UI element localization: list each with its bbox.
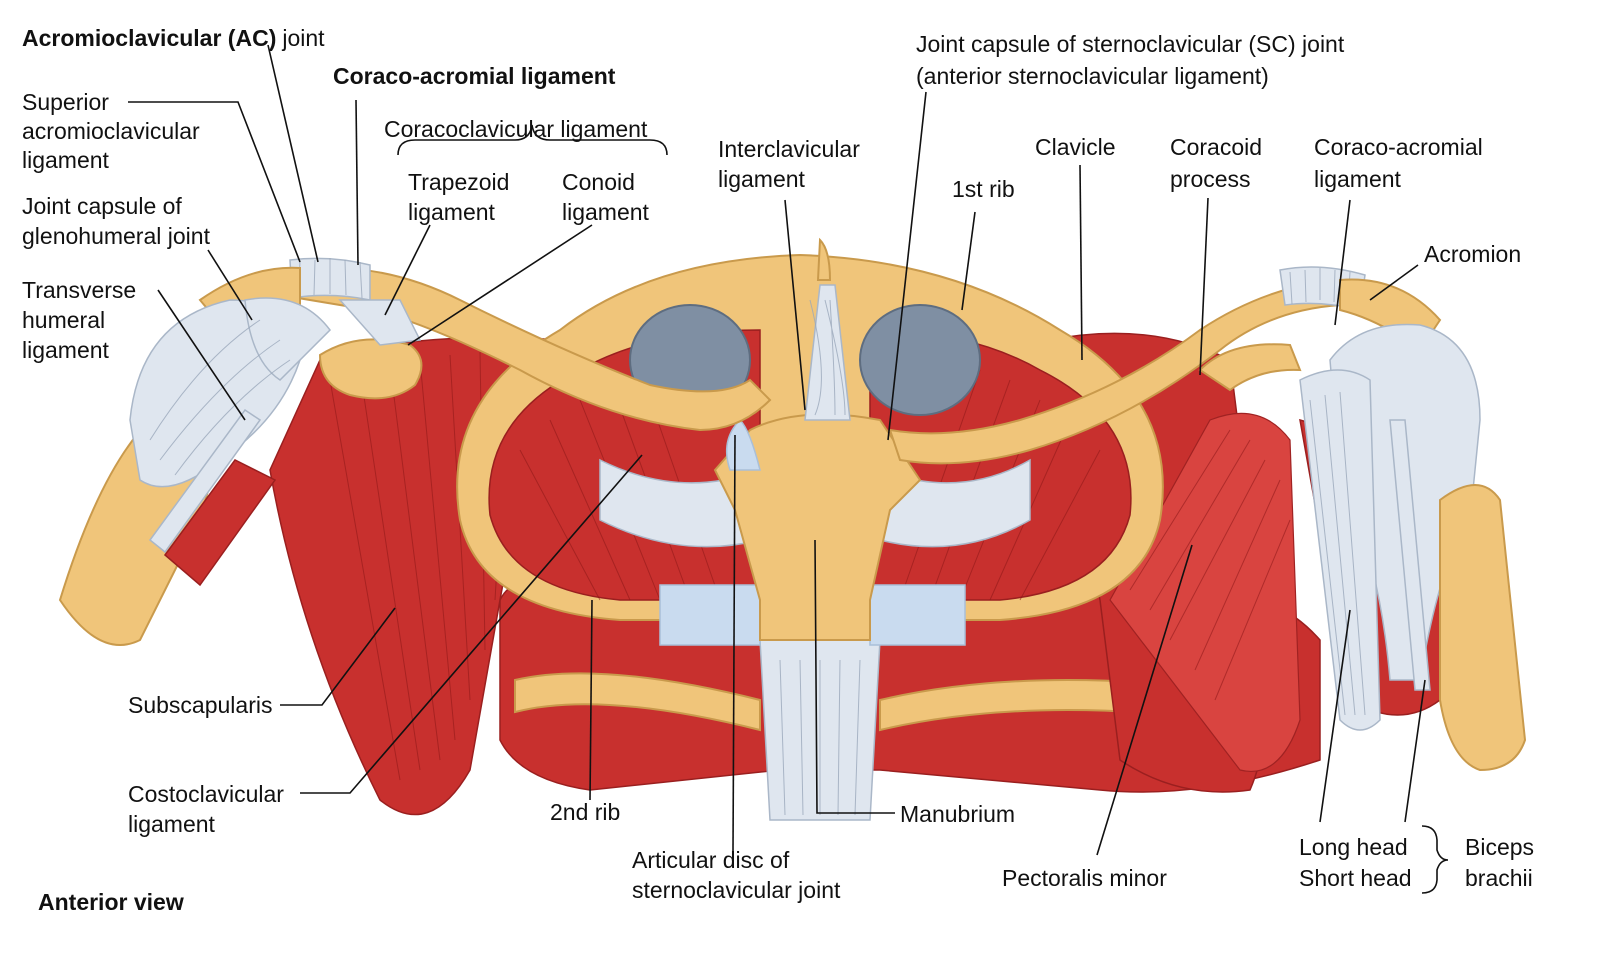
label-acromion: Acromion xyxy=(1424,241,1521,267)
right-humerus-shaft xyxy=(1439,484,1527,772)
label-coraco-acromial-right-2: ligament xyxy=(1314,166,1402,192)
label-costoclavicular-1: Costoclavicular xyxy=(128,781,284,807)
label-manubrium: Manubrium xyxy=(900,801,1015,827)
right-shoulder xyxy=(1198,278,1527,772)
label-trapezoid-1: Trapezoid xyxy=(408,169,509,195)
label-pectoralis-minor: Pectoralis minor xyxy=(1002,865,1167,891)
label-first-rib: 1st rib xyxy=(952,176,1015,202)
left-shoulder xyxy=(58,266,423,646)
label-superior-ac-3: ligament xyxy=(22,147,110,173)
lower-rib-left xyxy=(514,672,761,732)
second-rib-cartilage-right xyxy=(869,584,966,646)
label-ac-joint: Acromioclavicular (AC)joint xyxy=(22,25,325,51)
label-biceps-1: Biceps xyxy=(1465,834,1534,860)
label-joint-capsule-gh-2: glenohumeral joint xyxy=(22,223,211,249)
label-sc-capsule-1: Joint capsule of sternoclavicular (SC) j… xyxy=(916,31,1345,57)
leader-lines xyxy=(128,44,1449,894)
right-short-head-tendon xyxy=(1389,419,1431,691)
label-coracoid-1: Coracoid xyxy=(1170,134,1262,160)
label-superior-ac-2: acromioclavicular xyxy=(22,118,200,144)
label-biceps-2: brachii xyxy=(1465,865,1533,891)
label-costoclavicular-2: ligament xyxy=(128,811,216,837)
label-coraco-acromial-left: Coraco-acromial ligament xyxy=(333,63,616,89)
label-transverse-humeral-1: Transverse xyxy=(22,277,136,303)
label-coracoid-2: process xyxy=(1170,166,1251,192)
label-superior-ac-1: Superior xyxy=(22,89,109,115)
label-clavicle: Clavicle xyxy=(1035,134,1116,160)
label-interclavicular-2: ligament xyxy=(718,166,806,192)
label-articular-disc-2: sternoclavicular joint xyxy=(632,877,841,903)
label-coraco-acromial-right-1: Coraco-acromial xyxy=(1314,134,1483,160)
manubrium-bone xyxy=(713,237,922,641)
second-rib-cartilage-left xyxy=(659,584,761,646)
label-short-head: Short head xyxy=(1299,865,1412,891)
label-joint-capsule-gh-1: Joint capsule of xyxy=(22,193,182,219)
label-transverse-humeral-3: ligament xyxy=(22,337,110,363)
label-articular-disc-1: Articular disc of xyxy=(632,847,790,873)
label-conoid-1: Conoid xyxy=(562,169,635,195)
label-interclavicular-1: Interclavicular xyxy=(718,136,860,162)
label-conoid-2: ligament xyxy=(562,199,650,225)
left-coracoid xyxy=(318,338,423,400)
label-trapezoid-2: ligament xyxy=(408,199,496,225)
label-second-rib: 2nd rib xyxy=(550,799,620,825)
interclavicular-ligament-shape xyxy=(804,284,851,421)
label-long-head: Long head xyxy=(1299,834,1408,860)
left-biceps-tendon xyxy=(148,408,262,554)
right-thoracic-opening xyxy=(859,304,981,416)
label-sc-capsule-2: (anterior sternoclavicular ligament) xyxy=(916,63,1269,89)
labels: Acromioclavicular (AC)joint Superior acr… xyxy=(22,25,1534,915)
label-coracoclavicular: Coracoclavicular ligament xyxy=(384,116,648,142)
label-subscapularis: Subscapularis xyxy=(128,692,272,718)
label-transverse-humeral-2: humeral xyxy=(22,307,105,333)
right-coracoid xyxy=(1198,343,1302,392)
label-anterior-view: Anterior view xyxy=(38,889,184,915)
